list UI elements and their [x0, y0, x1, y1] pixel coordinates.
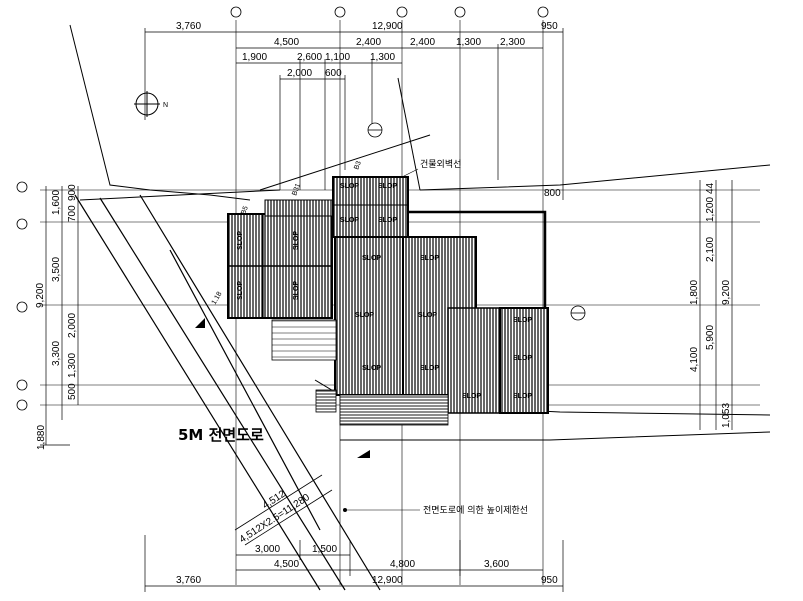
slop-label: SLOP — [378, 217, 397, 224]
north-label: N — [163, 102, 168, 109]
dimension-lines-left — [40, 186, 79, 446]
leader-line — [399, 168, 419, 179]
dim-right-in-3: 2,100 — [705, 237, 716, 262]
dim-top-1b: 12,900 — [372, 21, 403, 32]
dim-top-1c: 950 — [541, 21, 558, 32]
dim-bot-2b: 4,800 — [390, 559, 415, 570]
level-marker-bottom — [357, 450, 370, 458]
slop-label: SLOP — [462, 393, 481, 400]
dim-top-3b: 2,600 — [297, 52, 322, 63]
slop-label: SLOP — [420, 255, 439, 262]
angle-b3: B3 — [353, 160, 363, 171]
dimension-lines-right — [699, 180, 733, 430]
slop-label: SLOP — [362, 365, 381, 372]
level-marker-left — [195, 318, 205, 328]
dim-top-3c: 1,100 — [325, 52, 350, 63]
diagonal-dimension — [234, 474, 333, 546]
dim-left-mid-1: 1,600 — [51, 190, 62, 215]
dim-right-in-2: 1,200 — [705, 197, 716, 222]
dim-left-in-1: 900 — [67, 184, 78, 201]
dim-right-in-5: 4,100 — [689, 347, 700, 372]
stair-area — [315, 389, 337, 413]
roof-center-block — [332, 176, 549, 414]
dim-top-2c: 2,400 — [410, 37, 435, 48]
dim-bot-3a: 3,760 — [176, 575, 201, 586]
dim-left-in-5: 500 — [67, 383, 78, 400]
dim-bot-2a: 4,500 — [274, 559, 299, 570]
grid-bubbles-top — [230, 6, 549, 18]
dim-top-2a: 4,500 — [274, 37, 299, 48]
slop-label: SLOP — [340, 217, 359, 224]
dim-bot-3c: 950 — [541, 575, 558, 586]
dim-right-top: 800 — [544, 188, 561, 199]
dim-right-outer-2: 5,900 — [705, 325, 716, 350]
slop-label: SLOP — [418, 312, 437, 319]
dim-left-in-4: 1,300 — [67, 353, 78, 378]
note-dot — [343, 508, 347, 512]
slop-label: SLOP — [513, 355, 532, 362]
building-line-note: 건물외벽선 — [420, 158, 461, 170]
dim-bot-3b: 12,900 — [372, 575, 403, 586]
dim-top-2e: 2,300 — [500, 37, 525, 48]
dim-right-in-4: 1,800 — [689, 280, 700, 305]
slop-label: SLOP — [237, 231, 244, 250]
dimension-lines-top — [144, 28, 564, 200]
road-lines — [74, 194, 381, 591]
dim-top-3d: 1,300 — [370, 52, 395, 63]
dim-top-4a: 2,000 — [287, 68, 312, 79]
slop-label: SLOP — [513, 393, 532, 400]
angle-b5: B5 — [240, 205, 250, 216]
dim-right-in-6: 1,053 — [721, 403, 732, 428]
dim-bot-1b: 1,500 — [312, 544, 337, 555]
road-label: 5M 전면도로 — [178, 426, 264, 444]
section-marker-right — [570, 305, 586, 321]
dim-bot-2c: 3,600 — [484, 559, 509, 570]
dim-left-outer: 9,200 — [35, 283, 46, 308]
slop-label: SLOP — [293, 281, 300, 300]
slop-label: SLOP — [293, 231, 300, 250]
dim-left-mid-3: 3,300 — [51, 341, 62, 366]
height-limit-note: 전면도로에 의한 높이제한선 — [423, 505, 528, 516]
dim-bot-1a: 3,000 — [255, 544, 280, 555]
dim-left-in-2: 700 — [67, 205, 78, 222]
dim-left-mid-4: 1,880 — [36, 425, 47, 450]
slop-labels: SLOP SLOP SLOP SLOP SLOP SLOP SLOP SLOP … — [237, 183, 532, 400]
terrace-area — [271, 319, 337, 361]
dimension-lines-bottom — [144, 535, 564, 592]
slop-label: SLOP — [420, 365, 439, 372]
dim-top-2d: 1,300 — [456, 37, 481, 48]
angle-b31: B31 — [291, 182, 302, 196]
slop-label: SLOP — [513, 317, 532, 324]
section-marker-top — [367, 122, 383, 138]
dim-right-in-1: 44 — [705, 182, 716, 194]
dim-left-mid-2: 3,500 — [51, 257, 62, 282]
dim-top-3a: 1,900 — [242, 52, 267, 63]
slop-label: SLOP — [237, 281, 244, 300]
grid-bubbles-left — [16, 181, 28, 411]
dim-top-2b: 2,400 — [356, 37, 381, 48]
slop-label: SLOP — [378, 183, 397, 190]
slop-label: SLOP — [340, 183, 359, 190]
dim-left-in-3: 2,000 — [67, 313, 78, 338]
slop-label: SLOP — [362, 255, 381, 262]
dim-top-4b: 600 — [325, 68, 342, 79]
angle-left: 1.18 — [211, 291, 224, 306]
deck-area — [339, 394, 449, 426]
north-arrow-icon — [134, 91, 160, 117]
dim-top-1a: 3,760 — [176, 21, 201, 32]
roof-left-block — [227, 199, 334, 319]
dim-right-outer-1: 9,200 — [721, 280, 732, 305]
slop-label: SLOP — [355, 312, 374, 319]
